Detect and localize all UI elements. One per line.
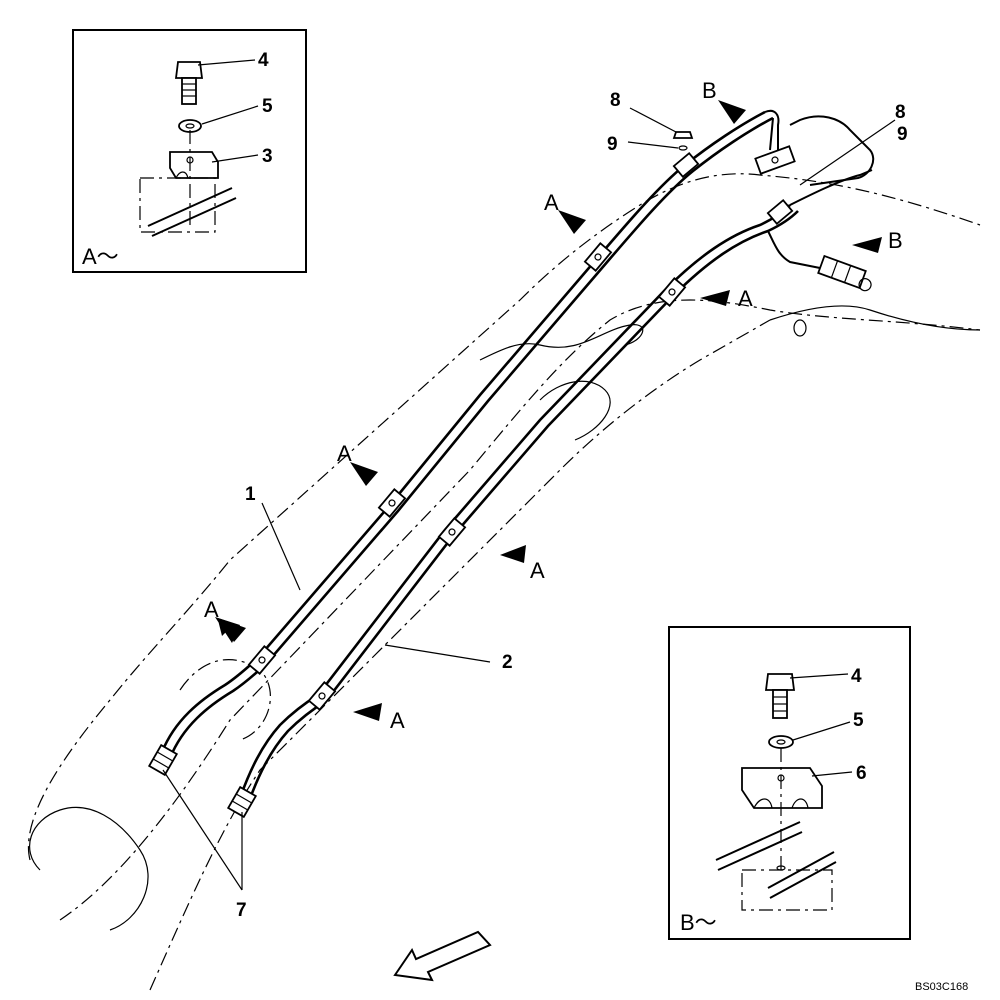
arrow-a-6 [353, 703, 382, 721]
arrow-a-label-2: A [337, 441, 352, 466]
arrow-a-4 [700, 290, 730, 306]
clamp-a-2 [377, 488, 407, 518]
clamp-b-2 [672, 151, 700, 179]
callout-2: 2 [502, 652, 513, 673]
callout-8-right: 8 [895, 102, 906, 123]
detail-a-bolt [174, 61, 204, 105]
end-fittings [147, 254, 872, 819]
detail-a-clamp [169, 151, 219, 179]
boom-outline [28, 173, 981, 991]
detail-b-callout-4: 4 [851, 666, 862, 687]
detail-b-callout-5: 5 [853, 710, 864, 731]
detail-b-clamp [741, 767, 823, 809]
clamp-a-4 [307, 681, 337, 711]
arrow-a-label-4: A [738, 286, 753, 311]
front-direction-arrow [393, 930, 492, 982]
fitting-lower [226, 785, 258, 819]
arrow-a-label-1: A [204, 597, 219, 622]
svg-text:A: A [204, 597, 219, 622]
detail-b-box: 4 5 6 B～ [668, 626, 911, 940]
clamp-a-5 [437, 517, 467, 547]
cap-and-oring [672, 131, 694, 151]
arrow-a-label-6: A [390, 708, 405, 733]
clamps [247, 145, 796, 711]
arrow-a-1 [215, 617, 246, 643]
detail-a-callout-3: 3 [262, 146, 273, 167]
detail-a-title: A～ [82, 244, 119, 269]
callout-9-right: 9 [897, 124, 908, 145]
arrow-a-3 [558, 210, 586, 234]
clamp-b-3 [766, 198, 794, 226]
svg-text:B: B [702, 78, 717, 103]
callout-7: 7 [236, 900, 247, 921]
callout-8: 8 [610, 90, 621, 111]
detail-a-callout-5: 5 [262, 96, 273, 117]
detail-a-pipe [139, 130, 237, 237]
svg-text:A: A [738, 286, 753, 311]
clamp-a-6 [657, 277, 687, 307]
detail-b-bolt [764, 673, 796, 719]
callout-1: 1 [245, 484, 256, 505]
arrow-b-label-1: B [702, 78, 717, 103]
detail-a-box: 4 5 3 A～ [72, 29, 307, 273]
arrow-b-label-2: B [888, 228, 903, 253]
arrow-b-2 [852, 237, 882, 253]
arrow-b-1 [718, 100, 746, 124]
fitting-upper [147, 743, 179, 777]
hose-2 [238, 169, 873, 805]
drawing-code: BS03C168 [915, 981, 968, 993]
direction-arrows: A A A A A A B B [204, 78, 903, 733]
arrow-a-label-5: A [530, 558, 545, 583]
svg-text:B: B [888, 228, 903, 253]
arrow-a-label-3: A [544, 190, 559, 215]
detail-a-callout-4: 4 [258, 50, 269, 71]
callout-9: 9 [607, 134, 618, 155]
callout-leaders [162, 107, 896, 891]
clamp-a-1 [247, 645, 277, 675]
callout-numbers: 1 2 7 8 9 8 9 [236, 90, 908, 921]
detail-b-title: B～ [680, 910, 717, 935]
detail-b-pipes [715, 748, 837, 911]
arrow-a-2 [350, 462, 378, 486]
arrow-a-5 [500, 545, 526, 563]
svg-text:A: A [530, 558, 545, 583]
fitting-top-right [817, 254, 872, 292]
detail-b-callout-6: 6 [856, 763, 867, 784]
svg-text:A: A [337, 441, 352, 466]
svg-text:A: A [390, 708, 405, 733]
clamp-a-3 [583, 242, 613, 272]
detail-b-washer [768, 735, 794, 749]
clamp-b-1 [754, 145, 796, 175]
svg-text:A: A [544, 190, 559, 215]
